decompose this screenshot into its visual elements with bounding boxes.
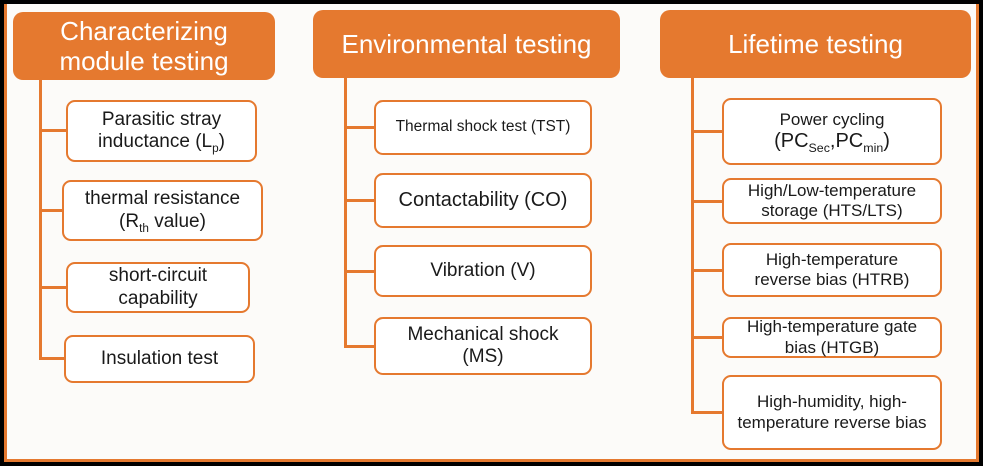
node-high-humidity-reverse-bias: High-humidity, high- temperature reverse… (722, 375, 942, 450)
node-contactability: Contactability (CO) (374, 173, 592, 228)
node-label-line: Mechanical shock (407, 323, 559, 345)
connector-branch (691, 411, 724, 414)
node-label-part: ) (883, 129, 890, 152)
connector-branch (691, 200, 724, 203)
connector-branch (344, 345, 376, 348)
connector-branch (39, 129, 68, 132)
node-label-line: inductance (Lp) (98, 131, 225, 155)
header-title-line: Characterizing (60, 15, 228, 46)
node-high-temperature-gate-bias: High-temperature gate bias (HTGB) (722, 317, 942, 358)
header-title-line: module testing (59, 46, 229, 76)
header-lifetime-testing: Lifetime testing (660, 10, 971, 78)
connector-vline-lifetime (691, 78, 694, 414)
node-label-line: Parasitic stray (101, 108, 222, 130)
connector-branch (39, 357, 66, 360)
connector-branch (344, 270, 376, 273)
node-label-part: inductance (L (98, 131, 213, 152)
connector-vline-environmental (344, 78, 347, 348)
node-label-line: High-temperature gate (746, 317, 918, 337)
node-label-line: short-circuit (108, 265, 208, 287)
node-label-line: Power cycling (779, 109, 885, 129)
node-mechanical-shock: Mechanical shock (MS) (374, 317, 592, 375)
subscript: Sec (808, 140, 830, 155)
node-label-line: Contactability (CO) (398, 188, 568, 211)
node-insulation-test: Insulation test (64, 335, 255, 383)
node-power-cycling: Power cycling (PCSec,PCmin) (722, 98, 942, 165)
node-label-line: reverse bias (HTRB) (754, 270, 910, 289)
node-parasitic-stray-inductance: Parasitic stray inductance (Lp) (66, 100, 257, 162)
connector-branch (39, 209, 64, 212)
node-label-line: storage (HTS/LTS) (761, 201, 903, 220)
connector-branch (39, 286, 68, 289)
connector-branch (344, 199, 376, 202)
node-label-line: Insulation test (100, 347, 219, 369)
node-label-line: temperature reverse bias (737, 412, 927, 432)
subscript: th (139, 221, 149, 235)
node-label-line: High-temperature (765, 249, 899, 269)
node-label-line: capability (118, 287, 198, 309)
node-high-temperature-reverse-bias: High-temperature reverse bias (HTRB) (722, 243, 942, 297)
node-label-part: ,PC (829, 129, 864, 152)
node-label-line: (PCSec,PCmin) (774, 130, 890, 154)
connector-branch (344, 126, 376, 129)
node-label-part: value) (148, 210, 206, 232)
node-label-part: ) (218, 131, 225, 152)
header-title-line: Lifetime testing (728, 28, 903, 59)
node-label-part: (R (119, 210, 140, 232)
node-label-part: (PC (774, 129, 809, 152)
node-label-line: Vibration (V) (430, 259, 536, 281)
connector-branch (691, 269, 724, 272)
node-label-line: bias (HTGB) (784, 337, 880, 357)
header-title-line: Environmental testing (341, 28, 592, 59)
connector-vline-characterizing (39, 80, 42, 360)
node-thermal-shock-test: Thermal shock test (TST) (374, 100, 592, 155)
node-label-line: High/Low-temperature (747, 180, 917, 200)
node-thermal-resistance: thermal resistance (Rth value) (62, 180, 263, 241)
connector-branch (691, 130, 724, 133)
subscript: min (863, 140, 884, 155)
header-environmental-testing: Environmental testing (313, 10, 620, 78)
node-short-circuit-capability: short-circuit capability (66, 262, 250, 313)
node-label-line: (Rth value) (119, 210, 206, 235)
node-label-line: thermal resistance (84, 188, 241, 210)
node-vibration: Vibration (V) (374, 245, 592, 297)
subscript: p (212, 141, 219, 155)
node-label-line: (MS) (462, 346, 504, 367)
node-high-low-temperature-storage: High/Low-temperature storage (HTS/LTS) (722, 178, 942, 224)
connector-branch (691, 336, 724, 339)
node-label-line: High-humidity, high- (757, 392, 907, 412)
node-label-line: Thermal shock test (TST) (395, 118, 571, 136)
header-characterizing-module-testing: Characterizing module testing (13, 12, 275, 80)
